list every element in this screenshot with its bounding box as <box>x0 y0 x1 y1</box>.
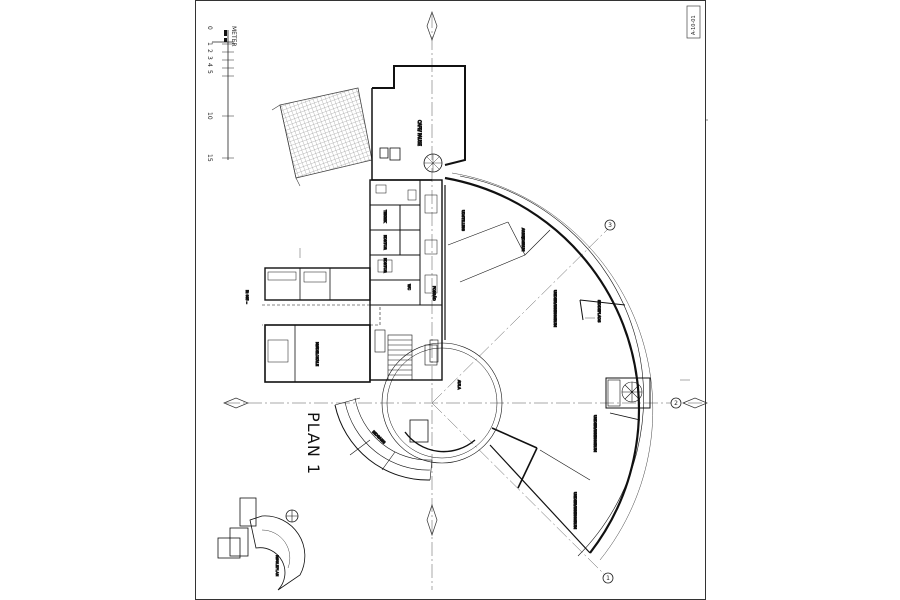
room-label-kontor-b: KONTOR <box>383 258 387 273</box>
rotunda: AULA <box>381 339 503 464</box>
room-label-arbejdsrum: ARBEJDSRUM <box>521 228 525 251</box>
room-label-undervisning-1: UNDERVISNINGSRUM <box>553 290 557 327</box>
room-label-indgang: INDGANG <box>371 430 386 445</box>
west-wing: MØDELOKALE N: 005 -- <box>245 267 381 383</box>
scale-label-10: 10 <box>206 112 213 120</box>
north-wing: CAFE/ PAUSE <box>371 65 466 181</box>
plan-title: PLAN 1 <box>304 412 323 475</box>
entrance-canopy: INDGANG <box>334 397 433 481</box>
dimension-marks <box>299 248 690 381</box>
room-label-cafe: CAFE/ PAUSE <box>417 120 422 146</box>
room-label-siddeplads: SIDDEPLADS <box>597 300 601 323</box>
scale-unit: METER <box>230 26 237 47</box>
svg-text:1: 1 <box>606 575 610 582</box>
fan-outer-line <box>459 175 644 557</box>
scale-bar: METER 0 1 2 3 4 5 10 15 <box>206 26 237 162</box>
grid-marker-1: 1 <box>602 572 614 584</box>
svg-text:2: 2 <box>674 400 678 407</box>
grid-marker-3: 3 <box>604 219 616 231</box>
sheet-number-box: A-10-01 <box>686 5 701 39</box>
room-label-wc: WC <box>407 284 411 290</box>
axis-marker-left <box>223 397 249 409</box>
scale-label-4: 4 <box>206 63 213 67</box>
room-label-teknik: TEKNIK <box>383 209 387 223</box>
sheet-number: A-10-01 <box>691 15 697 35</box>
room-label-undervisning-3: UNDERVISNINGSRUM <box>573 492 577 529</box>
key-plan-label: NØGLEPLAN <box>275 555 280 577</box>
terrace-edge <box>271 104 301 187</box>
grid-marker-2: 2 <box>670 397 682 409</box>
fan-facade-line <box>451 172 654 561</box>
scale-label-3: 3 <box>206 56 213 60</box>
axis-marker-top <box>426 10 438 42</box>
svg-text:3: 3 <box>608 222 612 229</box>
scale-label-2: 2 <box>206 49 213 53</box>
room-label-forraad: FORRÅD <box>432 286 437 301</box>
scale-label-0: 0 <box>206 26 213 30</box>
spiral-stair-east <box>605 377 651 409</box>
scale-label-1: 1 <box>206 42 213 46</box>
room-label-aula: AULA <box>457 380 461 390</box>
room-label-kontor-a: KONTOR <box>383 235 387 250</box>
room-label-moedelokale: MØDELOKALE <box>315 342 320 366</box>
west-annotation: N: 005 -- <box>245 290 249 304</box>
fan-outer-wall <box>444 176 641 554</box>
axis-marker-bottom <box>426 503 438 537</box>
key-plan: NØGLEPLAN <box>217 497 306 591</box>
room-label-udstilling: UDSTILLING <box>461 210 465 231</box>
scale-label-5: 5 <box>206 70 213 74</box>
fan-hall: UDSTILLING ARBEJDSRUM SIDDEPLADS UNDERVI… <box>444 172 654 561</box>
axis-marker-right <box>682 397 708 409</box>
scale-label-15: 15 <box>206 154 213 162</box>
terrace-hatched <box>279 87 373 179</box>
room-label-undervisning-2: UNDERVISNINGSRUM <box>593 415 597 452</box>
